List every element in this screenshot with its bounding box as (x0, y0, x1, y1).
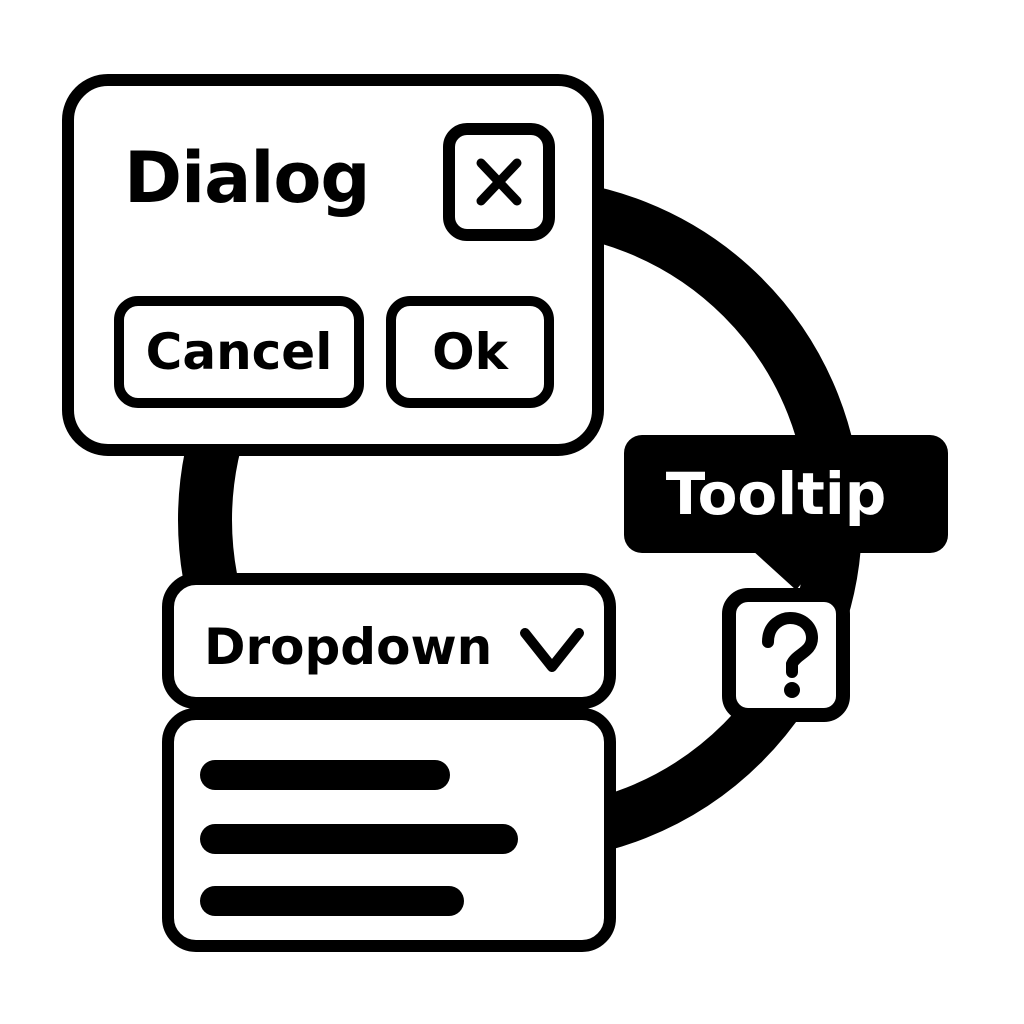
menu-item-placeholder[interactable] (200, 886, 464, 916)
dropdown[interactable]: Dropdown (162, 573, 616, 709)
cancel-button-label: Cancel (145, 323, 333, 381)
menu-item-placeholder[interactable] (200, 760, 450, 790)
dialog-title: Dialog (124, 137, 371, 219)
close-x-icon (476, 158, 522, 206)
dropdown-label: Dropdown (204, 618, 493, 676)
cancel-button[interactable]: Cancel (114, 296, 364, 408)
dialog-window: Dialog Cancel Ok (62, 74, 604, 456)
help-button[interactable] (722, 588, 850, 722)
ok-button[interactable]: Ok (386, 296, 554, 408)
dropdown-menu (162, 708, 616, 952)
tooltip-bubble: Tooltip (624, 435, 948, 553)
tooltip-label: Tooltip (665, 460, 887, 528)
ok-button-label: Ok (432, 323, 508, 381)
chevron-down-icon (520, 628, 584, 672)
question-mark-icon (762, 611, 819, 698)
menu-item-placeholder[interactable] (200, 824, 518, 854)
close-button[interactable] (443, 123, 555, 241)
